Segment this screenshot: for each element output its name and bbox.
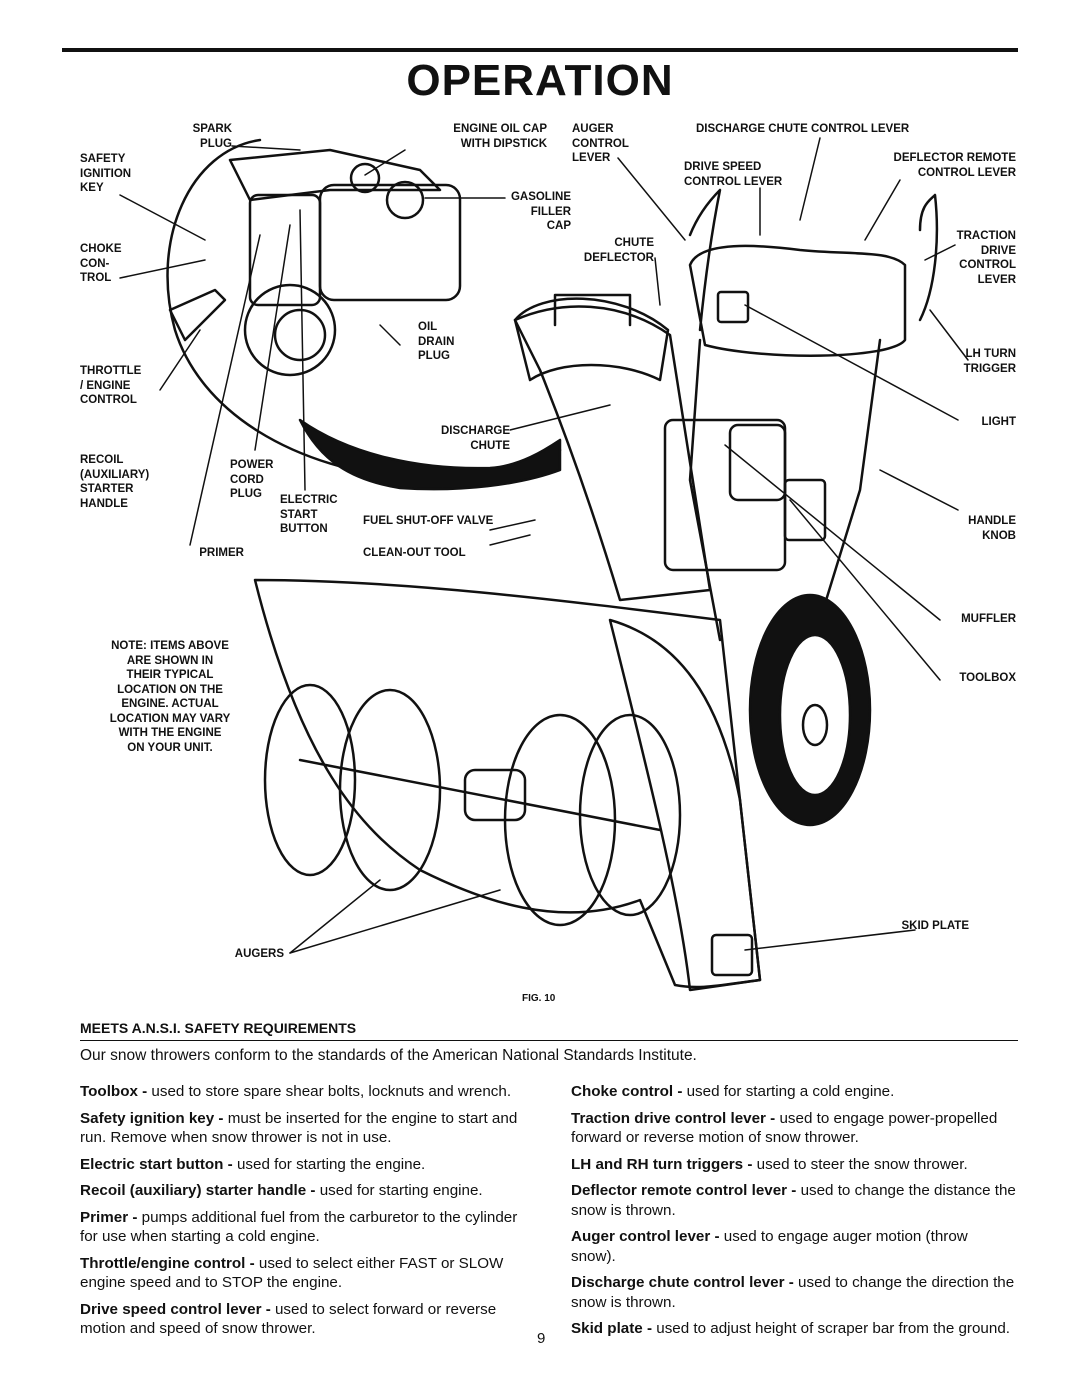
label-handle-knob: HANDLE KNOB: [968, 515, 1016, 542]
control-panel: [688, 244, 907, 357]
label-lh-turn-trigger: LH TURN TRIGGER: [963, 348, 1016, 375]
section-intro: Our snow throwers conform to the standar…: [80, 1047, 697, 1064]
description-item: Traction drive control lever - used to e…: [571, 1109, 998, 1147]
label-gasoline-filler-cap: GASOLINE FILLER CAP: [510, 191, 571, 232]
label-discharge-chute-control-lever: DISCHARGE CHUTE CONTROL LEVER: [696, 123, 910, 135]
description-item: Throttle/engine control - used to select…: [80, 1254, 504, 1292]
description-item: Discharge chute control lever - used to …: [571, 1274, 1015, 1311]
description-item: Choke control - used for starting a cold…: [571, 1083, 895, 1100]
label-throttle-engine-control: THROTTLE / ENGINE CONTROL: [80, 365, 142, 406]
label-chute-deflector: CHUTE DEFLECTOR: [583, 237, 654, 264]
description-item: Recoil (auxiliary) starter handle - used…: [80, 1182, 483, 1199]
title-rule: [62, 48, 1018, 52]
fuel-tank: [318, 183, 462, 302]
left-column: Toolbox - used to store spare shear bolt…: [80, 1082, 525, 1346]
label-spark-plug: SPARK PLUG: [192, 123, 232, 150]
engine-top-cover: [228, 148, 442, 202]
label-light: LIGHT: [981, 416, 1017, 428]
toolbox-box: [783, 478, 827, 542]
label-engine-oil-cap: ENGINE OIL CAP WITH DIPSTICK: [453, 123, 547, 150]
label-safety-ignition-key: SAFETY IGNITION KEY: [80, 153, 132, 194]
oil-cap: [349, 162, 381, 194]
label-deflector-remote-control-lever: DEFLECTOR REMOTE CONTROL LEVER: [893, 152, 1016, 179]
figure-label: FIG. 10: [522, 993, 556, 1004]
gearbox: [463, 768, 527, 822]
gas-cap: [385, 180, 425, 220]
label-toolbox: TOOLBOX: [959, 672, 1016, 684]
page-number: 9: [537, 1330, 546, 1347]
skid-plate-shape: [710, 933, 754, 977]
section-rule: [80, 1040, 1018, 1041]
label-choke-control: CHOKE CON- TROL: [80, 243, 122, 284]
housing-side-plate: [608, 618, 762, 992]
description-item: Deflector remote control lever - used to…: [571, 1182, 1016, 1219]
light-housing: [716, 290, 750, 324]
recoil-handle-shape: [168, 288, 227, 342]
auger-shaft: [298, 758, 662, 832]
right-column: Choke control - used for starting a cold…: [571, 1082, 1016, 1346]
description-item: Drive speed control lever - used to sele…: [80, 1300, 497, 1338]
label-discharge-chute: DISCHARGE CHUTE: [440, 425, 510, 452]
engine-inset-black-band: [298, 418, 562, 491]
page-title: OPERATION: [406, 56, 674, 105]
description-item: LH and RH turn triggers - used to steer …: [571, 1155, 968, 1173]
left-handle: [688, 188, 722, 332]
description-item: Auger control lever - used to engage aug…: [571, 1228, 968, 1265]
description-item: Toolbox - used to store spare shear bolt…: [80, 1083, 512, 1100]
auger-right-outer: [578, 713, 682, 917]
label-drive-speed-control-lever: DRIVE SPEED CONTROL LEVER: [684, 161, 783, 188]
auger-left-inner: [338, 688, 442, 892]
label-electric-start-button: ELECTRIC START BUTTON: [280, 494, 338, 535]
description-item: Primer - pumps additional fuel from the …: [80, 1208, 518, 1246]
chute-deflector-hood: [513, 297, 670, 382]
label-recoil-starter-handle: RECOIL (AUXILIARY) STARTER HANDLE: [80, 454, 150, 510]
auger-left-outer: [263, 683, 357, 877]
label-augers: AUGERS: [234, 948, 284, 960]
wheel-hub: [801, 703, 829, 747]
engine-housing: [663, 418, 787, 572]
figure-note: NOTE: ITEMS ABOVE ARE SHOWN IN THEIR TYP…: [109, 640, 231, 754]
flywheel: [243, 283, 337, 377]
flywheel-hub: [273, 308, 327, 362]
description-item: Skid plate - used to adjust height of sc…: [571, 1320, 1010, 1337]
frame-right-rail: [818, 338, 882, 622]
description-item: Safety ignition key - must be inserted f…: [80, 1109, 518, 1147]
discharge-chute-body: [513, 305, 712, 602]
label-power-cord-plug: POWER CORD PLUG: [230, 459, 274, 500]
muffler-box: [728, 423, 787, 502]
label-traction-drive-control-lever: TRACTION DRIVE CONTROL LEVER: [956, 230, 1016, 286]
snow-thrower-illustration: [119, 137, 969, 992]
description-item: Electric start button - used for startin…: [80, 1155, 426, 1173]
section-heading: MEETS A.N.S.I. SAFETY REQUIREMENTS: [80, 1020, 357, 1036]
label-clean-out-tool: CLEAN-OUT TOOL: [363, 547, 466, 559]
right-handle: [918, 193, 939, 322]
label-fuel-shutoff-valve: FUEL SHUT-OFF VALVE: [363, 515, 494, 527]
label-muffler: MUFFLER: [961, 613, 1016, 625]
label-auger-control-lever: AUGER CONTROL LEVER: [572, 123, 629, 164]
label-primer: PRIMER: [199, 547, 244, 559]
label-skid-plate: SKID PLATE: [901, 920, 969, 932]
label-oil-drain-plug: OIL DRAIN PLUG: [418, 321, 455, 362]
chute-handle: [553, 293, 632, 327]
